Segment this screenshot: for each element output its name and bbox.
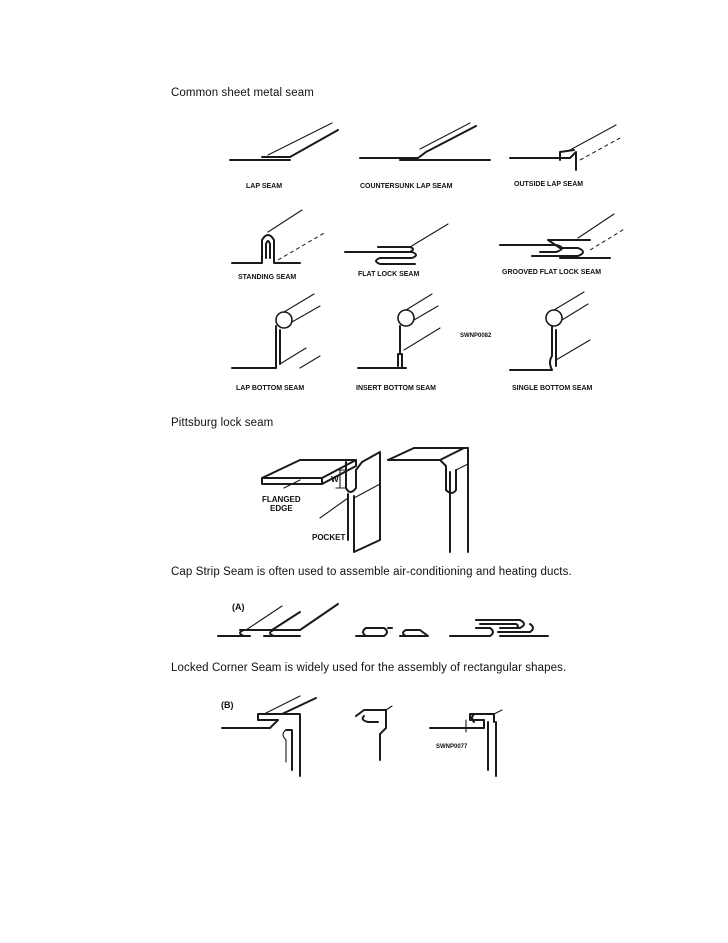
lap-seam-drawing: LAP SEAM (229, 122, 339, 190)
lap-bottom-seam-drawing: LAP BOTTOM SEAM (231, 293, 321, 392)
label-grooved-flat-lock-seam: GROOVED FLAT LOCK SEAM (502, 269, 601, 276)
cap-strip-step-1 (217, 603, 339, 637)
label-pocket: POCKET (312, 533, 345, 542)
figure1-code: SWNP0082 (460, 333, 492, 339)
label-flat-lock-seam: FLAT LOCK SEAM (358, 271, 419, 278)
countersunk-lap-seam-drawing: COUNTERSUNK LAP SEAM (359, 122, 491, 190)
marker-a: (A) (232, 602, 245, 612)
label-w: W (331, 475, 339, 484)
marker-b: (B) (221, 700, 234, 710)
locked-corner-step-2 (355, 705, 393, 761)
locked-corner-step-3: SWNP0077 (429, 709, 503, 777)
assembled-pittsburg-drawing (387, 447, 469, 553)
label-single-bottom-seam: SINGLE BOTTOM SEAM (512, 385, 593, 392)
label-lap-bottom-seam: LAP BOTTOM SEAM (236, 385, 304, 392)
label-outside-lap-seam: OUTSIDE LAP SEAM (514, 181, 583, 188)
label-flanged: FLANGED (262, 495, 301, 504)
standing-seam-drawing: STANDING SEAM (231, 209, 327, 281)
pocket-drawing (319, 451, 381, 553)
caption-locked-corner-seam: Locked Corner Seam is widely used for th… (171, 662, 567, 674)
insert-bottom-seam-drawing: INSERT BOTTOM SEAM SWNP0082 (356, 293, 492, 392)
cap-strip-step-2 (355, 627, 429, 637)
label-insert-bottom-seam: INSERT BOTTOM SEAM (356, 385, 436, 392)
flanged-edge-drawing (261, 459, 357, 489)
caption-cap-strip-seam: Cap Strip Seam is often used to assemble… (171, 566, 572, 578)
label-countersunk-lap-seam: COUNTERSUNK LAP SEAM (360, 183, 453, 190)
grooved-flat-lock-seam-drawing: GROOVED FLAT LOCK SEAM (499, 213, 627, 276)
single-bottom-seam-drawing: SINGLE BOTTOM SEAM (509, 291, 593, 392)
figure4-code: SWNP0077 (436, 744, 468, 750)
cap-strip-step-3 (449, 619, 549, 637)
label-lap-seam: LAP SEAM (246, 183, 282, 190)
flat-lock-seam-drawing: FLAT LOCK SEAM (344, 223, 449, 278)
locked-corner-step-1 (221, 695, 317, 777)
outside-lap-seam-drawing: OUTSIDE LAP SEAM (509, 124, 621, 188)
label-standing-seam: STANDING SEAM (238, 274, 296, 281)
caption-pittsburg-lock-seam: Pittsburg lock seam (171, 417, 274, 429)
label-edge: EDGE (270, 504, 293, 513)
caption-common-seam: Common sheet metal seam (171, 87, 314, 99)
